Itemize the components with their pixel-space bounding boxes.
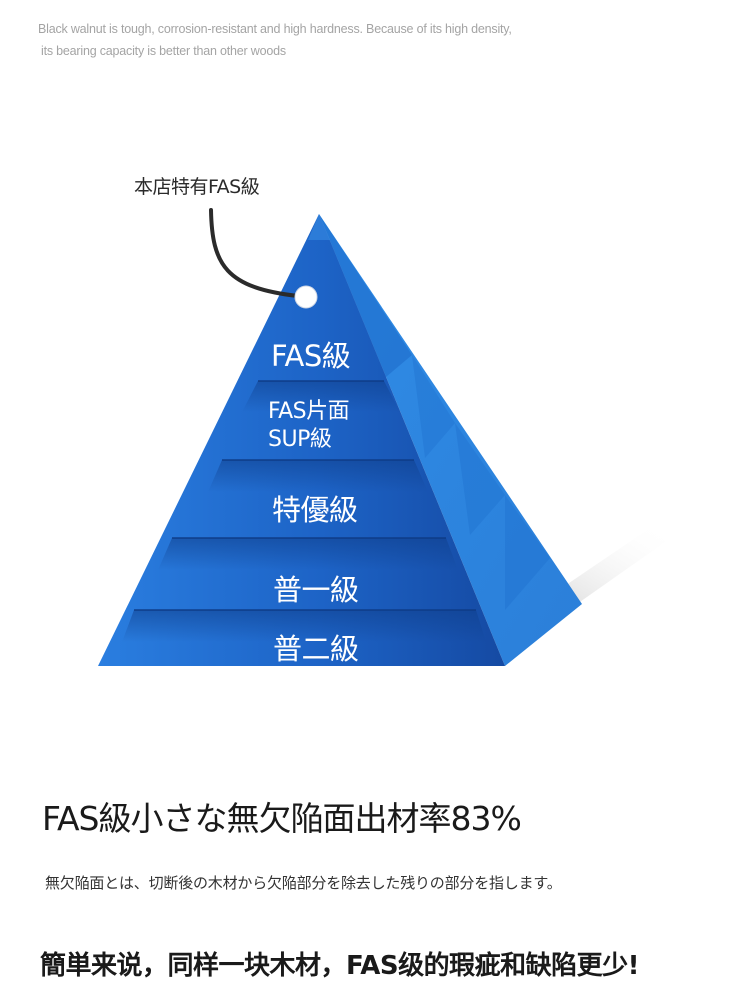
intro-line-2: its bearing capacity is better than othe… bbox=[41, 44, 286, 58]
tier-label-4: 普一級 bbox=[273, 573, 359, 607]
callout-dot bbox=[294, 285, 318, 309]
callout-line bbox=[209, 208, 300, 298]
tier-label-5: 普二級 bbox=[273, 632, 359, 666]
headline: FAS級小さな無欠陥面出材率83% bbox=[42, 799, 522, 838]
grade-pyramid bbox=[0, 150, 750, 690]
tier-label-2-line-2: SUP級 bbox=[268, 427, 332, 452]
intro-text: Black walnut is tough, corrosion-resista… bbox=[38, 18, 598, 62]
next-heading: 簡単来说，同样一块木材，FAS级的瑕疵和缺陷更少! bbox=[40, 951, 639, 981]
tier-label-3: 特優級 bbox=[272, 493, 358, 527]
description: 無欠陥面とは、切断後の木材から欠陥部分を除去した残りの部分を指します。 bbox=[45, 874, 562, 892]
pyramid-graphic bbox=[98, 208, 668, 666]
tier-label-2-line-1: FAS片面 bbox=[268, 399, 350, 424]
callout-label: 本店特有FAS級 bbox=[134, 176, 260, 198]
tier-label-2: FAS片面 SUP級 bbox=[268, 398, 350, 454]
tier-label-1: FAS級 bbox=[271, 339, 351, 373]
intro-line-1: Black walnut is tough, corrosion-resista… bbox=[38, 22, 512, 36]
